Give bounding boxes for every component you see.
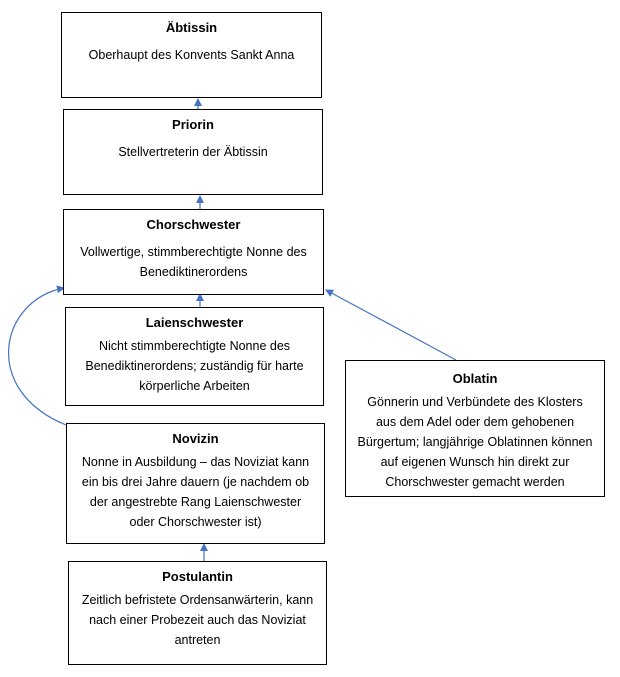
node-abtissin-title: Äbtissin [165,20,218,35]
node-chorschwester-desc: Vollwertige, stimmberechtigte Nonne des … [80,245,307,279]
node-oblatin: Oblatin Gönnerin und Verbündete des Klos… [345,360,605,497]
arrow-novizin-to-chorschwester [8,285,67,426]
node-laienschwester-title: Laienschwester [145,315,244,330]
node-oblatin-title: Oblatin [452,371,498,386]
node-novizin-title: Novizin [172,431,219,446]
node-priorin: Priorin Stellvertreterin der Äbtissin [63,109,323,195]
node-chorschwester-title: Chorschwester [146,217,241,232]
node-oblatin-desc: Gönnerin und Verbündete des Klosters aus… [357,395,593,489]
node-postulantin-desc: Zeitlich befristete Ordensanwärterin, ka… [81,593,314,647]
node-chorschwester: Chorschwester Vollwertige, stimmberechti… [63,209,324,295]
arrow-oblatin-to-chorschwester [325,289,457,361]
node-novizin: Novizin Nonne in Ausbildung – das Novizi… [66,423,325,544]
node-priorin-title: Priorin [172,117,214,132]
node-laienschwester-desc: Nicht stimmberechtigte Nonne des Benedik… [85,339,304,393]
node-novizin-desc: Nonne in Ausbildung – das Noviziat kann … [81,455,310,529]
node-laienschwester: Laienschwester Nicht stimmberechtigte No… [65,307,324,406]
node-postulantin: Postulantin Zeitlich befristete Ordensan… [68,561,327,665]
node-postulantin-title: Postulantin [162,569,233,584]
node-abtissin: Äbtissin Oberhaupt des Konvents Sankt An… [61,12,322,98]
node-abtissin-desc: Oberhaupt des Konvents Sankt Anna [88,48,295,62]
node-priorin-desc: Stellvertreterin der Äbtissin [118,145,268,159]
